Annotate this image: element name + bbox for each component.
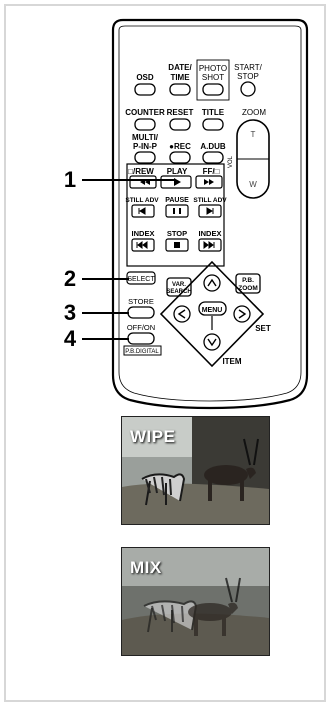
zoom-label: ZOOM: [242, 108, 266, 117]
mix-caption: MIX: [130, 558, 162, 578]
callout-4: 4: [64, 326, 77, 351]
reset-button[interactable]: [170, 119, 190, 130]
date-time-label-2: TIME: [170, 73, 190, 82]
wipe-caption: WIPE: [130, 427, 175, 447]
photo-shot-label-1: PHOTO: [199, 64, 227, 73]
pb-digital-label: P.B.DIGITAL: [125, 349, 159, 355]
up-button[interactable]: [204, 275, 220, 291]
index-right-label: INDEX: [199, 229, 222, 238]
multi-label-1: MULTI/: [132, 133, 159, 142]
osd-label: OSD: [136, 73, 154, 82]
ff-label: FF/□: [203, 167, 220, 176]
zoom-w-label: W: [249, 180, 257, 189]
callout-3: 3: [64, 300, 76, 325]
multi-pinp-button[interactable]: [135, 152, 155, 163]
date-time-label-1: DATE/: [168, 63, 192, 72]
a-dub-label: A.DUB: [200, 142, 226, 151]
item-label: ITEM: [222, 357, 241, 366]
zoom-t-label: T: [251, 130, 256, 139]
store-button[interactable]: [128, 307, 154, 318]
set-label: SET: [255, 324, 271, 333]
still-adv-left-label: STILL ADV: [125, 197, 159, 204]
wipe-effect-photo: WIPE: [121, 416, 270, 525]
still-adv-right-label: STILL ADV: [193, 197, 227, 204]
counter-label: COUNTER: [125, 108, 165, 117]
title-button[interactable]: [203, 119, 223, 130]
multi-label-2: P-IN-P: [133, 142, 158, 151]
var-search-label-2: SEARCH: [166, 289, 191, 295]
pause-label: PAUSE: [165, 197, 189, 204]
left-button[interactable]: [174, 306, 190, 322]
reset-label: RESET: [167, 108, 194, 117]
vol-label: VOL: [228, 155, 234, 168]
store-label: STORE: [128, 297, 154, 306]
a-dub-button[interactable]: [203, 152, 223, 163]
osd-button[interactable]: [135, 84, 155, 95]
date-time-button[interactable]: [170, 84, 190, 95]
start-stop-button[interactable]: [241, 82, 255, 96]
rew-label: □/REW: [128, 167, 154, 176]
pb-zoom-label-1: P.B.: [242, 277, 254, 284]
var-search-label-1: VAR.: [172, 282, 186, 288]
off-on-button[interactable]: [128, 333, 154, 344]
rec-button[interactable]: [170, 152, 190, 163]
index-left-label: INDEX: [132, 229, 155, 238]
play-label: PLAY: [167, 167, 188, 176]
start-stop-label-1: START/: [234, 63, 262, 72]
pause-button[interactable]: [166, 205, 188, 217]
down-button[interactable]: [204, 334, 220, 350]
stop-label: STOP: [167, 229, 187, 238]
menu-label: MENU: [202, 307, 223, 314]
photo-shot-button[interactable]: [203, 84, 223, 95]
mix-effect-photo: MIX: [121, 547, 270, 656]
off-on-label: OFF/ON: [127, 323, 155, 332]
rec-label: ●REC: [169, 142, 191, 151]
photo-shot-label-2: SHOT: [202, 73, 224, 82]
select-label: SELECT: [127, 276, 155, 283]
stop-icon: [174, 242, 180, 248]
callout-1: 1: [64, 167, 76, 192]
title-label: TITLE: [202, 108, 225, 117]
start-stop-label-2: STOP: [237, 72, 259, 81]
right-button[interactable]: [234, 306, 250, 322]
callout-2: 2: [64, 266, 76, 291]
counter-button[interactable]: [135, 119, 155, 130]
